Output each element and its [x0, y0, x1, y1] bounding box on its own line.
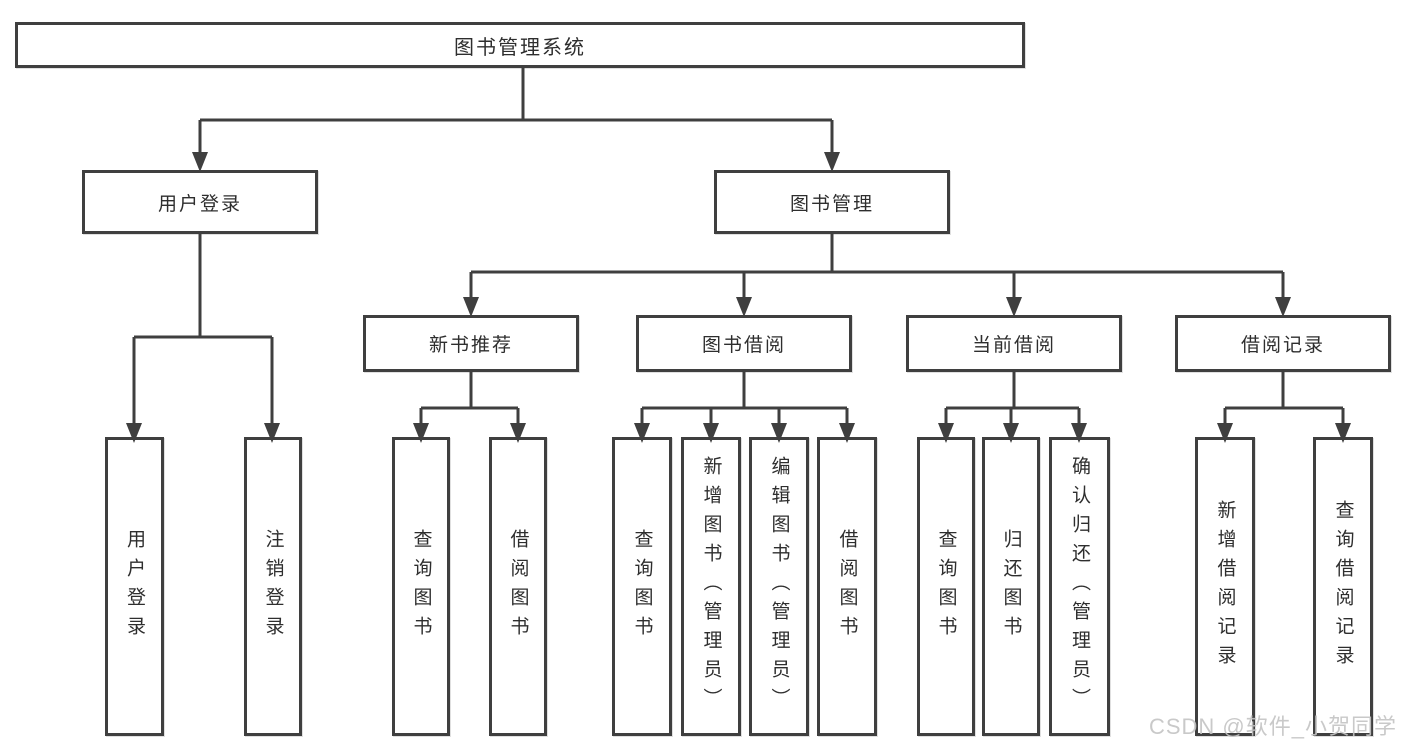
leaf-query-books-recommend-label: 查询图书 [410, 528, 432, 645]
leaf-query-borrow-record: 查询借阅记录 [1313, 437, 1373, 736]
leaf-borrow-books-label: 借阅图书 [836, 528, 858, 645]
leaf-query-books-current: 查询图书 [917, 437, 975, 736]
node-library-system-label: 图书管理系统 [454, 36, 586, 59]
node-user-login: 用户登录 [82, 170, 318, 234]
leaf-add-book-admin: 新增图书（管理员） [681, 437, 741, 736]
leaf-query-books-recommend: 查询图书 [392, 437, 450, 736]
leaf-borrow-books-recommend: 借阅图书 [489, 437, 547, 736]
node-book-management-label: 图书管理 [789, 193, 874, 215]
node-book-borrow: 图书借阅 [636, 315, 852, 372]
node-new-book-recommend: 新书推荐 [363, 315, 579, 372]
leaf-edit-book-admin-label: 编辑图书（管理员） [768, 456, 790, 717]
node-borrow-records-label: 借阅记录 [1240, 335, 1325, 356]
leaf-return-book: 归还图书 [982, 437, 1040, 736]
leaf-confirm-return-admin: 确认归还（管理员） [1049, 437, 1110, 736]
leaf-return-book-label: 归还图书 [1000, 528, 1022, 645]
leaf-query-books-borrow-label: 查询图书 [631, 528, 653, 645]
leaf-query-books-current-label: 查询图书 [935, 528, 957, 645]
node-new-book-recommend-label: 新书推荐 [428, 335, 513, 356]
leaf-add-borrow-record: 新增借阅记录 [1195, 437, 1255, 736]
node-current-borrow: 当前借阅 [906, 315, 1122, 372]
node-library-system: 图书管理系统 [15, 22, 1025, 68]
leaf-confirm-return-admin-label: 确认归还（管理员） [1069, 456, 1090, 717]
node-current-borrow-label: 当前借阅 [971, 335, 1056, 356]
node-book-management: 图书管理 [714, 170, 950, 234]
leaf-borrow-books: 借阅图书 [817, 437, 877, 736]
leaf-logout-label: 注销登录 [262, 528, 284, 645]
node-book-borrow-label: 图书借阅 [701, 335, 786, 356]
leaf-add-borrow-record-label: 新增借阅记录 [1214, 499, 1236, 674]
leaf-edit-book-admin: 编辑图书（管理员） [749, 437, 809, 736]
node-borrow-records: 借阅记录 [1175, 315, 1391, 372]
node-user-login-label: 用户登录 [157, 193, 242, 215]
leaf-add-book-admin-label: 新增图书（管理员） [700, 456, 722, 717]
leaf-query-books-borrow: 查询图书 [612, 437, 672, 736]
leaf-user-login: 用户登录 [105, 437, 164, 736]
watermark: CSDN @软件_小贺同学 [1148, 714, 1397, 739]
leaf-query-borrow-record-label: 查询借阅记录 [1332, 499, 1354, 674]
leaf-user-login-label: 用户登录 [124, 528, 145, 645]
leaf-borrow-books-recommend-label: 借阅图书 [507, 528, 529, 645]
leaf-logout: 注销登录 [244, 437, 302, 736]
